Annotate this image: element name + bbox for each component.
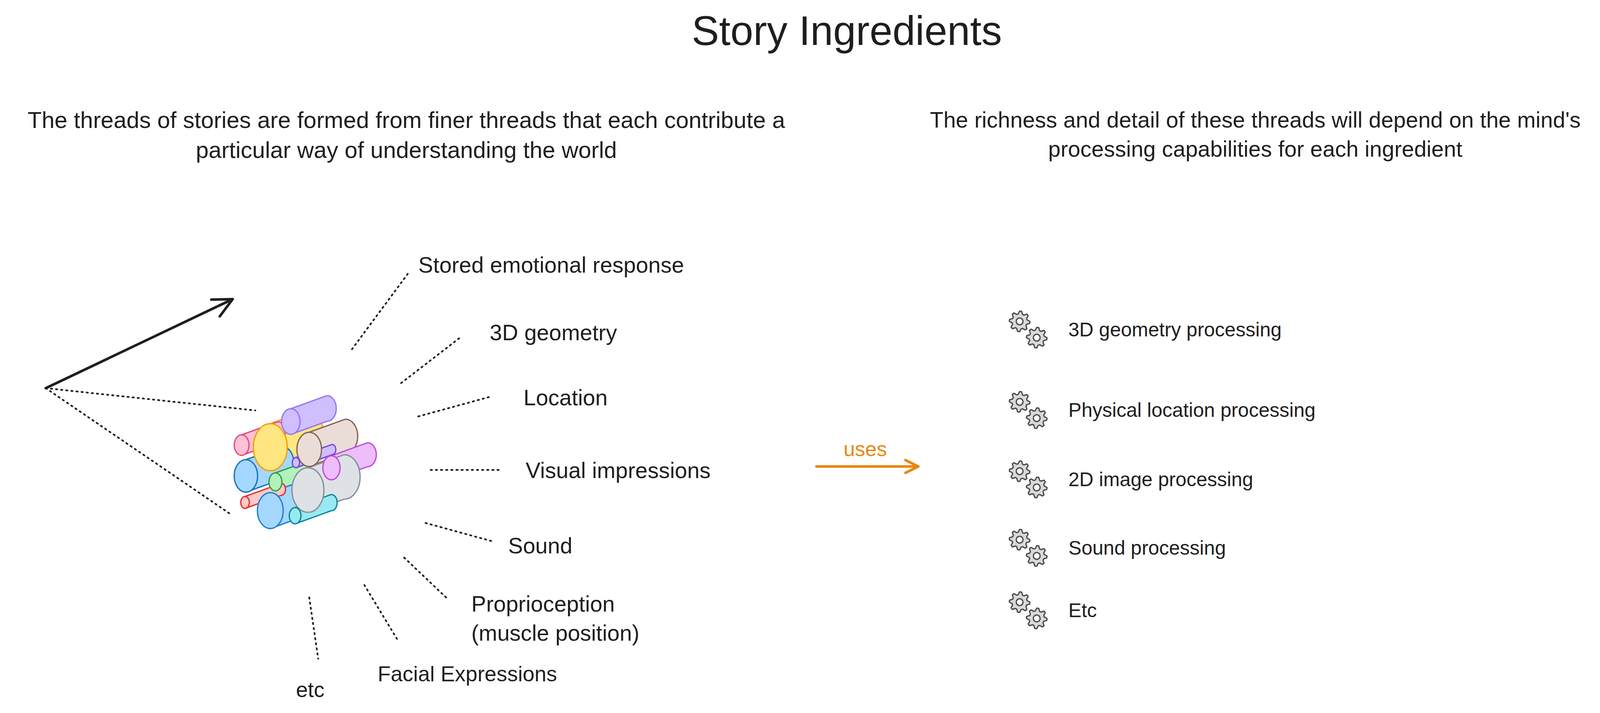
ingredient-label: 3D geometry [489,318,618,348]
diagram-title: Story Ingredients [691,4,1003,58]
leader-lines [45,273,500,659]
thread-face [234,434,250,456]
ingredient-label: Sound [508,531,573,561]
thread-face [289,507,301,524]
gear-hole [1033,552,1041,559]
gear-symbol [1009,310,1030,332]
thread-face [253,423,287,471]
processing-label: Physical location processing [1068,397,1316,423]
leader-line [351,273,409,349]
thread-face [281,408,300,435]
arrow-label: uses [843,435,887,463]
gear-hole [1016,398,1024,406]
leader-line [309,597,319,659]
gear-hole [1033,334,1041,341]
gear-symbol [1026,327,1047,348]
gear-symbol [1026,545,1047,566]
thread-face [292,457,300,468]
gear-hole [1016,598,1024,606]
processing-label: Etc [1068,597,1097,624]
thread-face [296,431,322,467]
thread-face [292,467,325,512]
gear-hole [1033,483,1041,491]
gear-hole [1016,317,1024,325]
thread-face [234,459,258,492]
dotted-line [45,387,230,514]
gear-hole [1016,535,1024,543]
gear-symbol [1009,460,1030,482]
ingredient-label: etc [295,675,325,704]
ingredient-label: Visual impressions [525,455,711,486]
leader-line [404,557,447,598]
gear-symbol [1026,407,1047,429]
gear-hole [1033,414,1041,422]
ingredient-label: Proprioception (muscle position) [471,589,673,648]
gear-hole [1016,467,1024,475]
subtitle: The threads of stories are formed from f… [8,104,805,165]
thread-face [269,472,282,491]
gear-symbol [1026,476,1047,498]
main-arrow [45,298,233,388]
leader-line [364,584,398,640]
thread-face [257,492,284,529]
leader-line [401,336,462,383]
gear-symbol [1009,391,1030,412]
thread-face [322,455,341,480]
leader-line [418,396,492,417]
processing-label: 2D image processing [1068,466,1254,493]
subtitle: The richness and detail of these threads… [919,105,1592,164]
gear-symbol [1009,529,1030,550]
ingredient-label: Facial Expressions [377,659,558,688]
gear-symbol [1009,591,1030,613]
leader-line [430,468,500,471]
gear-hole [1033,614,1041,622]
arrow-line [45,298,233,388]
processing-label: Sound processing [1068,535,1226,561]
processing-label: 3D geometry processing [1068,316,1282,343]
ingredient-label: Stored emotional response [418,250,685,280]
gear-icons [1009,310,1047,629]
uses-arrow [816,459,919,473]
ingredient-label: Location [523,383,608,413]
arrow-line [816,464,919,468]
arrowhead [211,298,233,317]
dotted-line [45,387,256,411]
leader-line [425,522,493,542]
arrowhead [905,459,919,473]
thread-face [240,496,250,509]
thread-bundle [234,395,377,529]
gear-symbol [1026,607,1047,629]
